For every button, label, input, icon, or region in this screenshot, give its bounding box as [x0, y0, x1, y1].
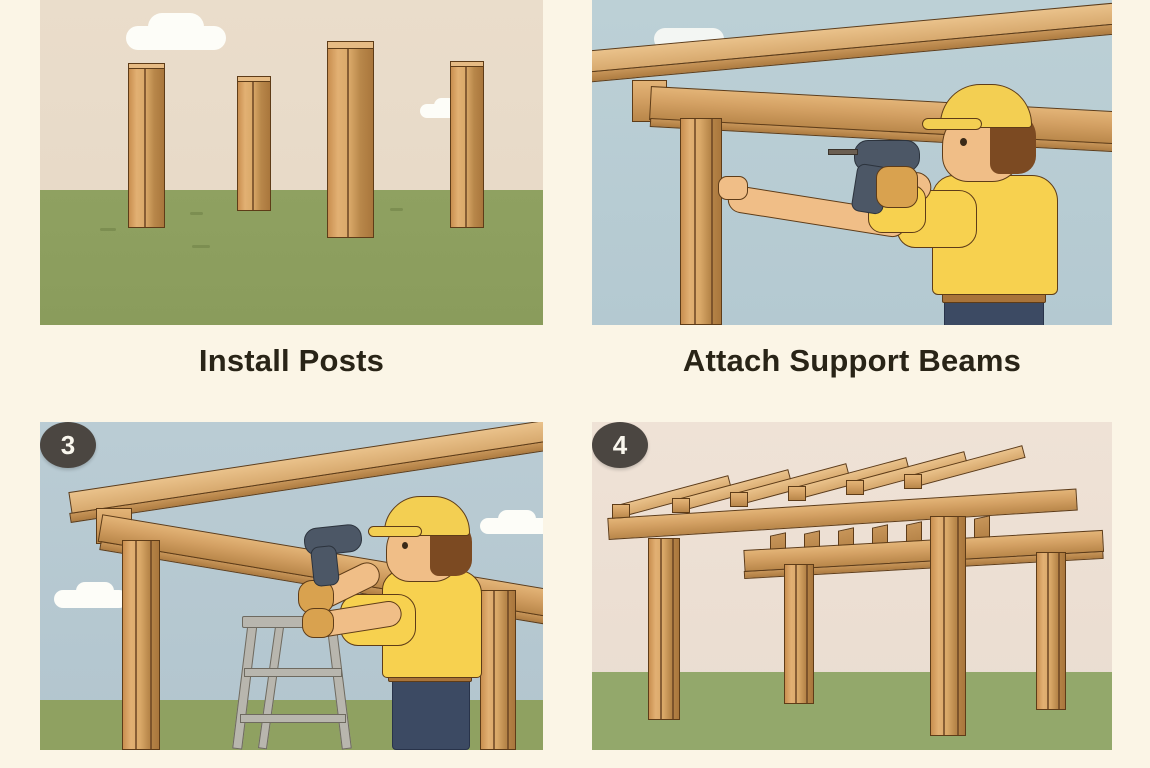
step-ladder-rung [240, 714, 346, 723]
rafter-end-cap [904, 474, 922, 489]
wood-post [480, 590, 516, 750]
step-number-3: 3 [60, 429, 76, 460]
hard-hat-brim [368, 526, 422, 537]
cloud-icon [498, 510, 536, 528]
hard-hat-brim [922, 118, 982, 130]
worker-glove [302, 608, 334, 638]
step-1-illustration [40, 0, 543, 325]
worker-pants [944, 300, 1044, 325]
pergola-post [1036, 552, 1066, 710]
worker-eye [402, 542, 408, 549]
step-number-badge-4: 4 [592, 422, 648, 468]
wood-post [327, 48, 374, 238]
step-card-3: 3 [0, 422, 575, 750]
wood-post [680, 118, 722, 325]
cloud-icon [148, 13, 204, 41]
worker-pants [392, 678, 470, 750]
rafter-end-cap [672, 498, 690, 513]
grass-tuft [100, 228, 116, 231]
worker-eye [960, 138, 967, 146]
step-card-2: Attach Support Beams [575, 0, 1150, 422]
grass-tuft [390, 208, 403, 211]
drill-grip [876, 166, 918, 208]
rafter-end-cap [846, 480, 864, 495]
step-4-illustration: 4 [592, 422, 1112, 750]
rafter-end-cap [788, 486, 806, 501]
step-grid: Install Posts [0, 0, 1150, 750]
worker-hand-on-post [718, 176, 748, 200]
step-4-caption [592, 750, 1112, 768]
worker-shirt [382, 570, 482, 678]
drill-bit [828, 149, 858, 155]
power-drill-handle [309, 544, 341, 588]
step-card-4: 4 [575, 422, 1150, 750]
step-card-1: Install Posts [0, 0, 575, 422]
step-ladder-rung [244, 668, 342, 677]
grass-tuft [192, 245, 210, 248]
wood-post [237, 81, 271, 211]
step-3-illustration: 3 [40, 422, 543, 750]
step-2-caption: Attach Support Beams [682, 343, 1022, 378]
step-3-caption [40, 750, 543, 768]
grass-tuft [190, 212, 203, 215]
rafter-end-cap [730, 492, 748, 507]
pergola-post [930, 516, 966, 736]
illustration-sheet: Install Posts [0, 0, 1150, 750]
wood-post [128, 68, 165, 228]
step-2-illustration [592, 0, 1112, 325]
cloud-icon [76, 582, 114, 600]
wood-post [450, 66, 484, 228]
step-1-caption: Install Posts [198, 343, 385, 378]
step-number-badge-3: 3 [40, 422, 96, 468]
pergola-post [784, 564, 814, 704]
pergola-post [648, 538, 680, 720]
wood-post [122, 540, 160, 750]
step-number-4: 4 [612, 429, 628, 460]
